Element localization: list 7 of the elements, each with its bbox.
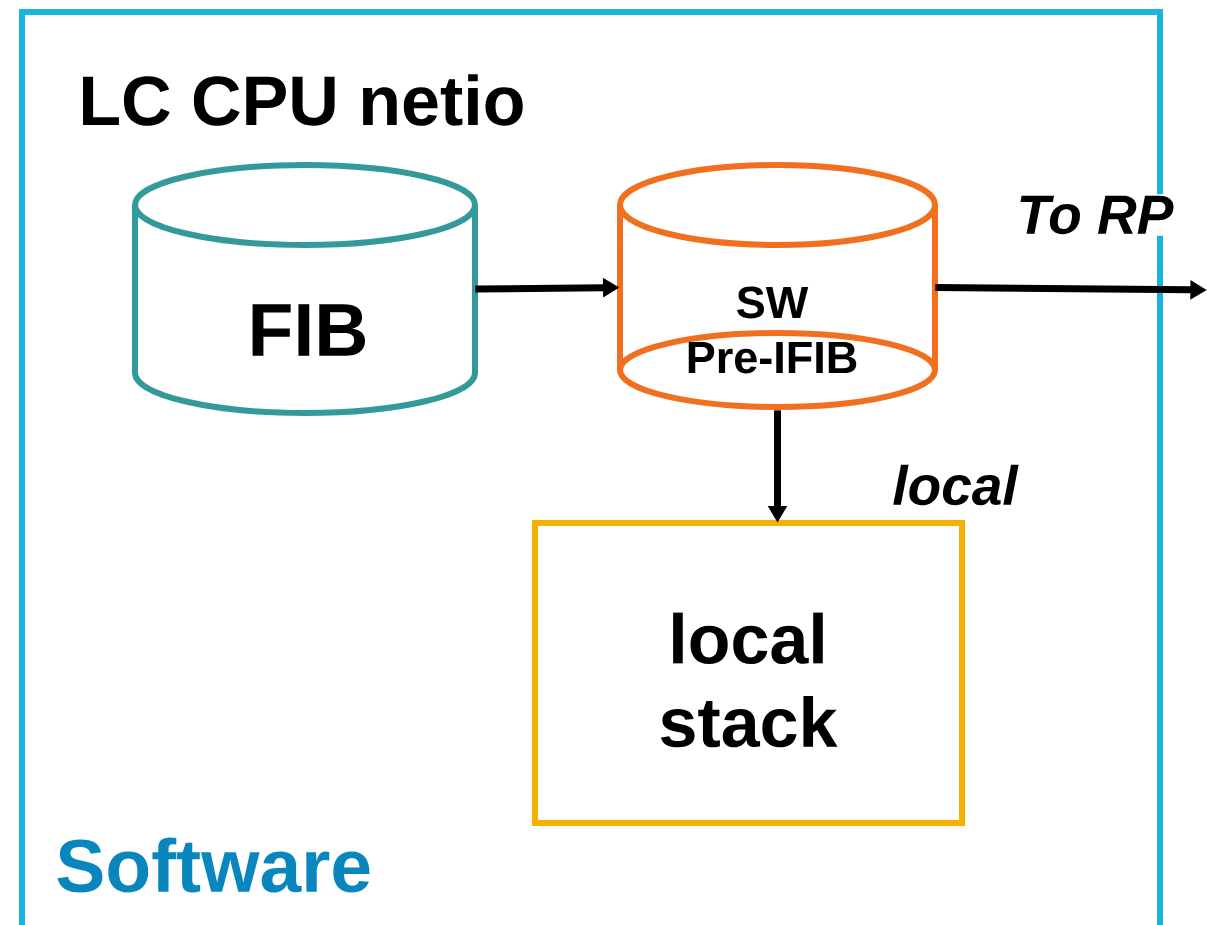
edge-label: local — [893, 464, 1019, 506]
process-box: local stack — [532, 520, 965, 826]
section-label: Software — [57, 837, 370, 893]
database-cylinder: SW Pre-IFIB — [617, 162, 938, 410]
edge-label: To RP — [1020, 195, 1174, 235]
database-cylinder: FIB — [132, 162, 478, 416]
heading: LC CPU netio — [83, 74, 523, 126]
